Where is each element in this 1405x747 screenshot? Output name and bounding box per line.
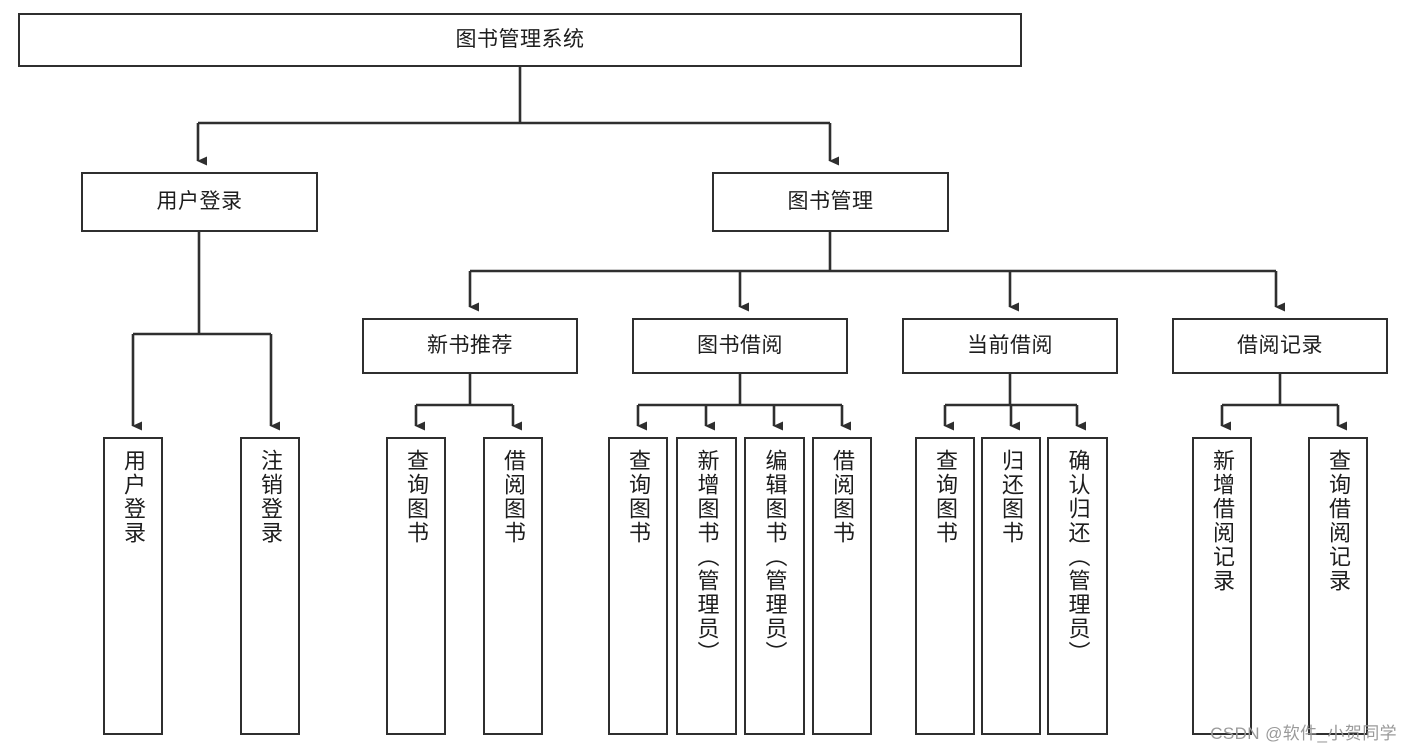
node-level3-3[interactable]: 借阅记录: [1172, 318, 1388, 374]
node-level2-1[interactable]: 图书管理: [712, 172, 949, 232]
node-level2-0[interactable]: 用户登录: [81, 172, 318, 232]
node-label: 新书推荐: [427, 333, 513, 357]
node-label: 查询图书: [933, 449, 958, 545]
node-level3-2[interactable]: 当前借阅: [902, 318, 1118, 374]
node-leaf-4[interactable]: 查询图书: [608, 437, 668, 735]
node-label: 借阅图书: [501, 449, 526, 545]
node-leaf-12[interactable]: 查询借阅记录: [1308, 437, 1368, 735]
node-leaf-11[interactable]: 新增借阅记录: [1192, 437, 1252, 735]
node-label: 查询借阅记录: [1326, 449, 1351, 593]
node-label: 新增图书（管理员）: [694, 449, 720, 665]
watermark-text: CSDN @软件_小贺同学: [1210, 724, 1397, 743]
node-label: 借阅记录: [1237, 333, 1323, 357]
node-leaf-10[interactable]: 确认归还（管理员）: [1047, 437, 1108, 735]
node-leaf-6[interactable]: 编辑图书（管理员）: [744, 437, 805, 735]
node-label: 查询图书: [626, 449, 651, 545]
node-leaf-0[interactable]: 用户登录: [103, 437, 163, 735]
node-label: 用户登录: [156, 189, 243, 213]
node-label: 图书借阅: [697, 333, 783, 357]
node-label: 当前借阅: [967, 333, 1053, 357]
node-label: 编辑图书（管理员）: [762, 449, 788, 665]
node-label: 新增借阅记录: [1210, 449, 1235, 593]
node-leaf-7[interactable]: 借阅图书: [812, 437, 872, 735]
node-label: 借阅图书: [830, 449, 855, 545]
node-label: 图书管理: [787, 189, 874, 213]
node-label: 归还图书: [999, 449, 1024, 545]
node-label: 注销登录: [258, 449, 283, 545]
node-root[interactable]: 图书管理系统: [18, 13, 1022, 67]
node-label: 用户登录: [121, 449, 146, 545]
node-leaf-2[interactable]: 查询图书: [386, 437, 446, 735]
node-label: 查询图书: [404, 449, 429, 545]
node-label: 图书管理系统: [455, 27, 585, 51]
node-label: 确认归还（管理员）: [1065, 449, 1091, 665]
node-leaf-1[interactable]: 注销登录: [240, 437, 300, 735]
node-level3-0[interactable]: 新书推荐: [362, 318, 578, 374]
node-level3-1[interactable]: 图书借阅: [632, 318, 848, 374]
node-leaf-5[interactable]: 新增图书（管理员）: [676, 437, 737, 735]
node-leaf-3[interactable]: 借阅图书: [483, 437, 543, 735]
node-leaf-8[interactable]: 查询图书: [915, 437, 975, 735]
node-leaf-9[interactable]: 归还图书: [981, 437, 1041, 735]
